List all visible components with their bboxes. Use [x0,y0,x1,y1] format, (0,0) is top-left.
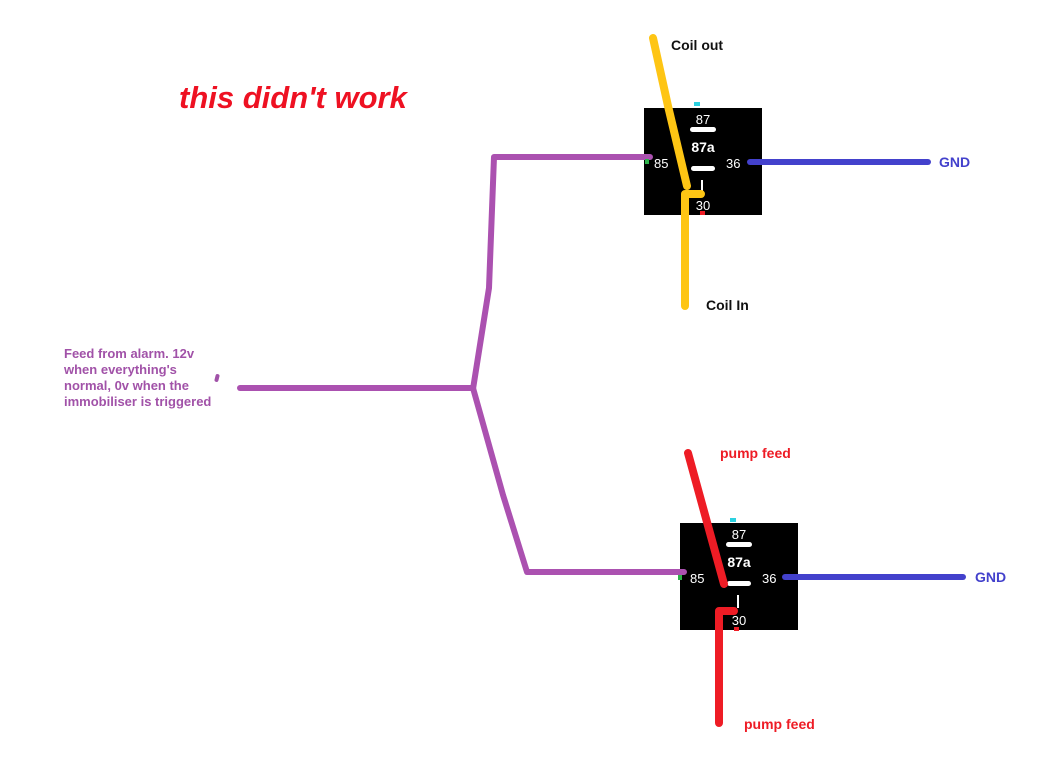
relay-top-armature-line [701,180,703,193]
alarm-feed-note: Feed from alarm. 12v when everything's n… [64,346,211,410]
alarm-feed-branch-top-relay [470,154,653,392]
pump-feed-label-top: pump feed [720,445,791,461]
relay-top: 87 87a 85 36 30 [644,108,762,215]
relay-bottom-pin-85: 85 [690,571,705,586]
relay-bottom-contact-bar-87a [727,581,751,586]
cyan-dot-bottom-relay [730,518,736,522]
relay-top-contact-bar-87a [691,166,715,171]
cyan-dot-top-relay [694,102,700,106]
relay-top-contact-bar-87 [690,127,716,132]
pump-feed-label-bottom: pump feed [744,716,815,732]
relay-top-pin-85: 85 [654,156,669,171]
relay-bottom-pin-36: 36 [762,571,777,586]
relay-top-pin-87: 87 [695,112,711,127]
gnd-label-bottom: GND [975,569,1007,585]
stray-paint-mark [214,373,220,383]
heading-this-didnt-work: this didn't work [179,80,407,115]
relay-bottom-contact-bar-87 [726,542,752,547]
gnd-label-top: GND [939,154,971,170]
alarm-feed-note-line: normal, 0v when the [64,378,189,393]
alarm-feed-note-line: immobiliser is triggered [64,394,212,409]
relay-bottom-pin-87: 87 [731,527,747,542]
alarm-feed-note-line: when everything's [64,362,177,377]
relay-bottom-armature-line [737,595,739,608]
relay-bottom-pin-87a: 87a [727,554,751,570]
coil-out-label: Coil out [671,37,724,53]
relay-bottom-pin-30: 30 [731,613,747,628]
relay-top-pin-30: 30 [695,198,711,213]
alarm-feed-note-line: Feed from alarm. 12v [64,346,195,361]
relay-top-pin-36: 36 [726,156,741,171]
coil-in-label: Coil In [706,297,749,313]
relay-bottom: 87 87a 85 36 30 [680,523,798,630]
relay-top-pin-87a: 87a [691,139,715,155]
alarm-feed-branch-bottom-relay [470,385,687,575]
